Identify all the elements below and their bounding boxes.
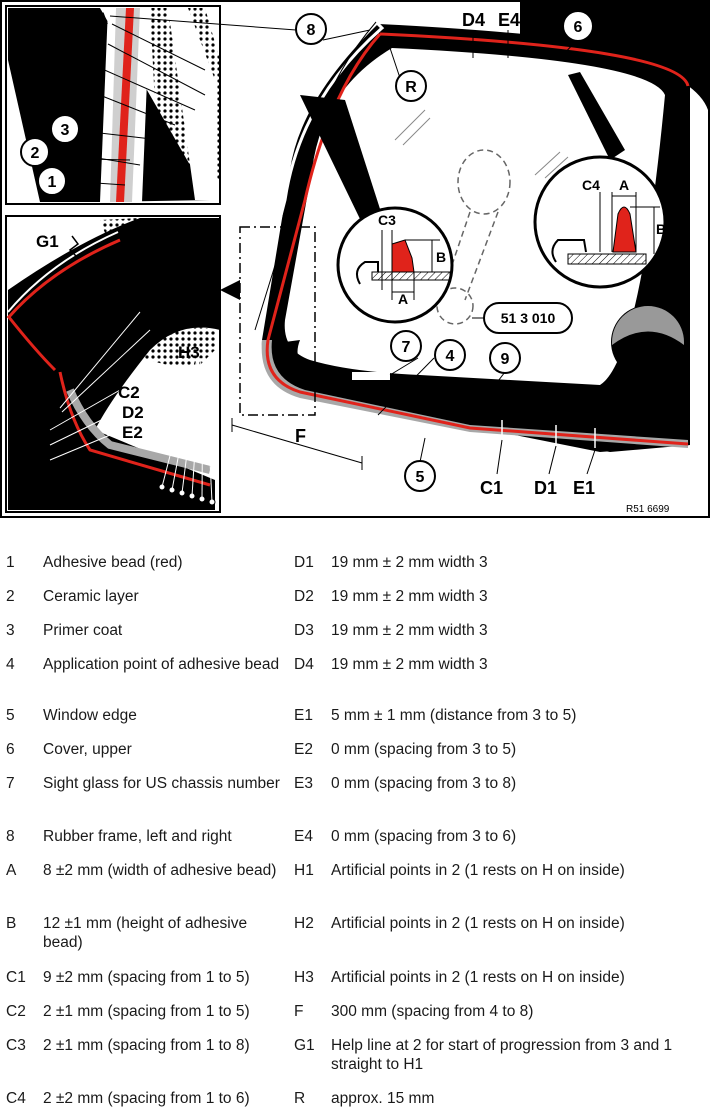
legend-text: Ceramic layer — [43, 588, 139, 605]
callout-1: 1 — [48, 174, 57, 191]
label-H2: H2 — [152, 315, 174, 334]
legend-key: H1 — [294, 862, 314, 879]
legend-key: 6 — [6, 741, 15, 758]
detail-label-a2: A — [619, 177, 629, 193]
legend-key: E3 — [294, 775, 313, 792]
callout-R: R — [405, 79, 417, 96]
legend-text: 12 ±1 mm (height of adhesive bead) — [43, 915, 248, 951]
legend-key: H3 — [294, 969, 314, 986]
legend-key: E2 — [294, 741, 313, 758]
legend-text: Cover, upper — [43, 741, 132, 758]
legend-key: 4 — [6, 656, 15, 673]
label-D3: D3 — [70, 57, 92, 76]
detail-circle-c4: C4 A B — [533, 72, 667, 289]
detail-label-a: A — [398, 291, 408, 307]
legend-key: D1 — [294, 554, 314, 571]
callouts: 8 R 6 3 2 1 7 4 9 5 D4 E4 C1 D1 E1 — [20, 10, 596, 498]
legend-text: 0 mm (spacing from 3 to 5) — [331, 741, 517, 758]
legend-text: Sight glass for US chassis number — [43, 775, 280, 792]
figure-code: R51 6699 — [626, 504, 670, 515]
callout-2: 2 — [31, 145, 40, 162]
label-E4: E4 — [498, 10, 520, 30]
legend-text: 0 mm (spacing from 3 to 8) — [331, 775, 517, 792]
label-F: F — [295, 426, 306, 446]
legend-text: Rubber frame, left and right — [43, 828, 232, 845]
legend-key: H2 — [294, 915, 314, 932]
legend-text: 5 mm ± 1 mm (distance from 3 to 5) — [331, 707, 577, 724]
legend-text: Primer coat — [43, 622, 123, 639]
callout-7: 7 — [402, 339, 411, 356]
callout-9: 9 — [501, 351, 510, 368]
legend-text: Adhesive bead (red) — [43, 554, 183, 571]
legend-key: 8 — [6, 828, 15, 845]
legend-text: 2 ±1 mm (spacing from 1 to 8) — [43, 1037, 250, 1054]
legend-key: B — [6, 915, 17, 932]
legend-text: 2 ±2 mm (spacing from 1 to 6) — [43, 1090, 250, 1107]
detail-circle-c3: C3 B A — [300, 95, 454, 324]
legend-text: 9 ±2 mm (spacing from 1 to 5) — [43, 969, 250, 986]
legend-text: 19 mm ± 2 mm width 3 — [331, 622, 488, 639]
legend-key: C2 — [6, 1003, 26, 1020]
windscreen-adhesive-diagram: F C3 B A C4 A B 51 3 010 — [0, 0, 712, 520]
label-C1: C1 — [480, 478, 503, 498]
legend-key: C4 — [6, 1090, 26, 1107]
callout-3: 3 — [61, 122, 70, 139]
legend-text: Artificial points in 2 (1 rests on H on … — [331, 915, 625, 932]
label-H3: H3 — [178, 343, 200, 362]
legend-text: Artificial points in 2 (1 rests on H on … — [331, 969, 625, 986]
detail-label-c3: C3 — [378, 212, 396, 228]
legend-key: A — [6, 862, 17, 879]
label-A-top: A — [96, 9, 108, 28]
legend-text: Artificial points in 2 (1 rests on H on … — [331, 862, 625, 879]
callout-8: 8 — [307, 22, 316, 39]
legend-key: 1 — [6, 554, 15, 571]
label-D4: D4 — [462, 10, 485, 30]
legend-key: D3 — [294, 622, 314, 639]
legend-key: R — [294, 1090, 306, 1107]
legend-key: G1 — [294, 1037, 315, 1054]
legend-key: 5 — [6, 707, 15, 724]
label-E3: E3 — [62, 83, 83, 102]
legend-text: 19 mm ± 2 mm width 3 — [331, 588, 488, 605]
label-H1: H1 — [136, 293, 158, 312]
legend-key: E1 — [294, 707, 313, 724]
callout-5: 5 — [416, 469, 425, 486]
legend-key: C1 — [6, 969, 26, 986]
inset-bottom-left: G1 H1 H2 H3 C2 D2 E2 — [5, 215, 221, 513]
legend-text: Application point of adhesive bead — [43, 656, 280, 673]
detail-label-b2: B — [656, 221, 666, 237]
label-G1: G1 — [36, 232, 59, 251]
label-D1: D1 — [534, 478, 557, 498]
part-number: 51 3 010 — [501, 310, 556, 326]
label-C3: C3 — [80, 32, 102, 51]
legend-text: 300 mm (spacing from 4 to 8) — [331, 1003, 534, 1020]
label-C2: C2 — [118, 383, 140, 402]
label-E2: E2 — [122, 423, 143, 442]
legend-key: E4 — [294, 828, 313, 845]
legend-text: 2 ±1 mm (spacing from 1 to 5) — [43, 1003, 250, 1020]
detail-label-c4: C4 — [582, 177, 600, 193]
legend-text: 8 ±2 mm (width of adhesive bead) — [43, 862, 277, 879]
sight-glass — [352, 372, 390, 380]
legend-key: 7 — [6, 775, 15, 792]
legend-key: C3 — [6, 1037, 26, 1054]
inset-top-left: A C3 D3 E3 — [5, 5, 221, 205]
legend-text: 0 mm (spacing from 3 to 6) — [331, 828, 517, 845]
detail-label-b: B — [436, 249, 446, 265]
callout-4: 4 — [446, 348, 455, 365]
legend-text: approx. 15 mm — [331, 1090, 435, 1107]
label-D2: D2 — [122, 403, 144, 422]
legend-text: 19 mm ± 2 mm width 3 — [331, 656, 488, 673]
legend-key: F — [294, 1003, 304, 1020]
legend-key: D2 — [294, 588, 314, 605]
legend-text: Window edge — [43, 707, 137, 724]
legend-key: 2 — [6, 588, 15, 605]
label-E1: E1 — [573, 478, 595, 498]
legend-key: D4 — [294, 656, 314, 673]
legend-key: 3 — [6, 622, 15, 639]
legend-text: 19 mm ± 2 mm width 3 — [331, 554, 488, 571]
callout-6: 6 — [574, 19, 583, 36]
legend-text: Help line at 2 for start of progression … — [331, 1037, 673, 1073]
